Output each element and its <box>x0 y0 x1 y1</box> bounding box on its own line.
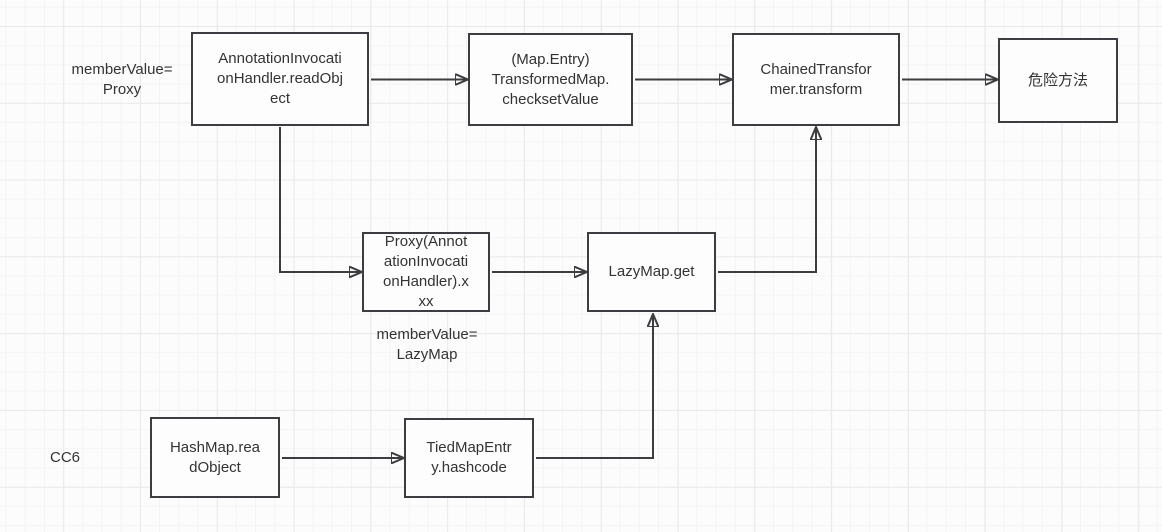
node-transformedmap-checksetvalue: (Map.Entry) TransformedMap. checksetValu… <box>468 33 633 126</box>
edge-tiedmapentry-to-lazymap <box>536 315 653 459</box>
node-proxy-annotation-invocation-handler-xxx: Proxy(Annot ationInvocati onHandler).x x… <box>362 232 490 312</box>
node-tiedmapentry-hashcode: TiedMapEntr y.hashcode <box>404 418 534 498</box>
node-annotation-invocation-handler-readobject: AnnotationInvocati onHandler.readObj ect <box>191 32 369 126</box>
label-membervalue-proxy: memberValue= Proxy <box>71 61 173 98</box>
label-membervalue-lazymap: memberValue= LazyMap <box>376 326 478 363</box>
edge-annotation-to-proxy <box>279 127 361 272</box>
node-danger-method: 危险方法 <box>998 38 1118 123</box>
node-hashmap-readobject: HashMap.rea dObject <box>150 417 280 498</box>
node-chainedtransformer-transform: ChainedTransfor mer.transform <box>732 33 900 126</box>
edge-lazymap-to-chainedtransformer <box>718 128 816 273</box>
node-lazymap-get: LazyMap.get <box>587 232 716 312</box>
label-cc6: CC6 <box>49 449 80 466</box>
